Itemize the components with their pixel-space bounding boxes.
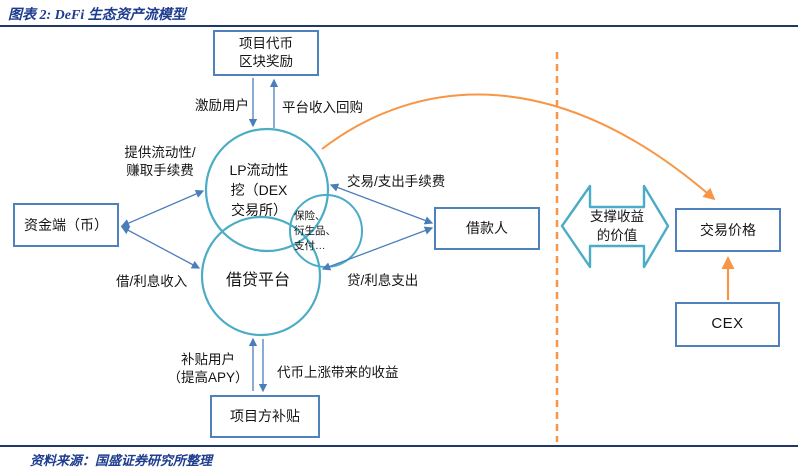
- cex-box: CEX: [675, 302, 780, 347]
- borrower-box: 借款人: [434, 207, 540, 250]
- project-subsidy-box: 项目方补贴: [210, 395, 320, 438]
- cex-label: CEX: [711, 315, 744, 333]
- label-subsidize-users: 补贴用户 （提高APY）: [156, 351, 260, 387]
- lending-platform-circle: [200, 215, 322, 337]
- funding-side-label: 资金端（币）: [24, 216, 108, 233]
- arrow-funding-lp: [120, 189, 205, 228]
- figure-title: 图表 2: DeFi 生态资产流模型: [8, 8, 186, 23]
- label-token-rise-gain: 代币上涨带来的收益: [277, 365, 399, 380]
- label-lend-interest-income: 借/利息收入: [116, 274, 188, 289]
- project-token-line1: 项目代币: [239, 35, 293, 51]
- label-provide-liquidity-line1: 提供流动性/: [124, 145, 196, 160]
- trade-price-box: 交易价格: [675, 208, 781, 252]
- label-loan-interest-expense: 贷/利息支出: [347, 273, 419, 288]
- project-token-line2: 区块奖励: [239, 54, 293, 69]
- arrow-funding-lending: [120, 226, 201, 269]
- label-subsidize-users-line2: （提高APY）: [167, 370, 249, 385]
- label-subsidize-users-line1: 补贴用户: [181, 352, 235, 367]
- label-support-value-line1: 支撑收益: [590, 209, 644, 224]
- label-provide-liquidity-line2: 赚取手续费: [126, 163, 194, 178]
- label-platform-buyback: 平台收入回购: [282, 100, 363, 115]
- source-note: 资料来源：国盛证券研究所整理: [30, 453, 213, 468]
- arrow-lp-borrower: [329, 183, 434, 225]
- lp-dex-circle: [204, 127, 330, 253]
- project-token-box: 项目代币 区块奖励: [213, 30, 319, 76]
- bottom-divider: [0, 445, 798, 447]
- top-divider: [0, 25, 798, 27]
- label-support-value-line2: 的价值: [596, 228, 638, 243]
- borrower-label: 借款人: [466, 220, 508, 237]
- arrow-lp-to-trade-price: [321, 93, 716, 201]
- arrow-lending-borrower: [321, 226, 434, 271]
- trade-price-label: 交易价格: [700, 221, 756, 238]
- project-subsidy-label: 项目方补贴: [230, 408, 300, 425]
- label-trade-fees: 交易/支出手续费: [347, 174, 446, 189]
- funding-side-box: 资金端（币）: [13, 203, 119, 247]
- label-provide-liquidity: 提供流动性/ 赚取手续费: [110, 144, 210, 180]
- support-value-double-arrow: [560, 184, 670, 269]
- label-incentivize-users: 激励用户: [195, 98, 249, 113]
- label-support-value: 支撑收益 的价值: [567, 207, 667, 245]
